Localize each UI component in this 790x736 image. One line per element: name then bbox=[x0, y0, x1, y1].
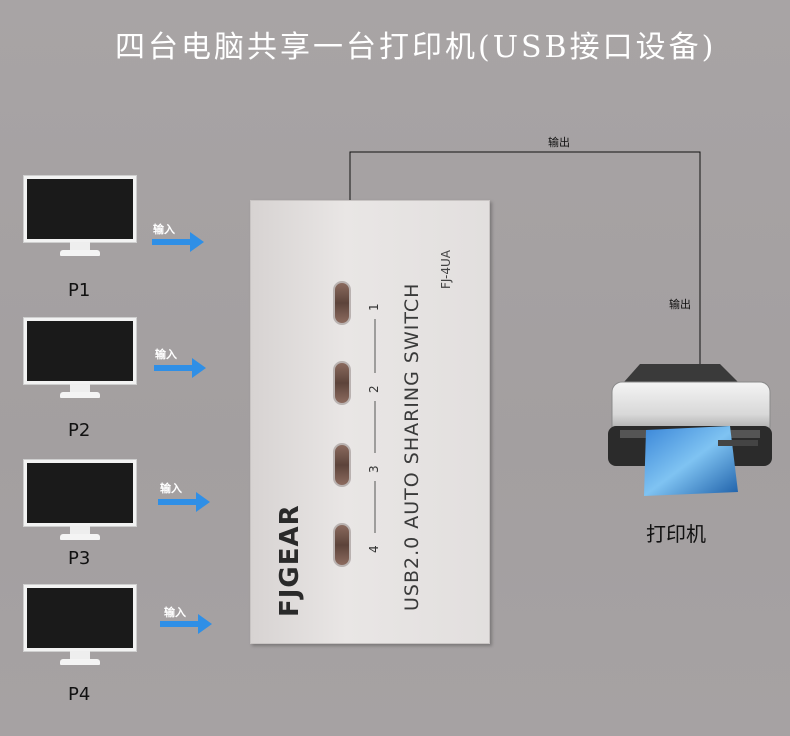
computer-p2 bbox=[24, 318, 136, 414]
port-led-3 bbox=[333, 443, 351, 487]
port-divider-lines bbox=[374, 319, 376, 533]
printer-label: 打印机 bbox=[646, 522, 706, 546]
computer-p4 bbox=[24, 585, 136, 681]
computer-label-p3: P3 bbox=[68, 548, 91, 569]
monitor-screen bbox=[24, 585, 136, 651]
input-label-p3: 输入 bbox=[160, 482, 182, 495]
input-label-p4: 输入 bbox=[164, 606, 186, 619]
computer-label-p1: P1 bbox=[68, 280, 91, 301]
output-label-top: 输出 bbox=[548, 136, 570, 149]
input-label-p1: 输入 bbox=[153, 223, 175, 236]
printer-icon bbox=[608, 364, 772, 496]
arrow-right-icon bbox=[152, 232, 204, 252]
monitor-screen bbox=[24, 460, 136, 526]
arrow-right-icon bbox=[158, 492, 210, 512]
port-number-3: 3 bbox=[367, 465, 381, 473]
port-led-2 bbox=[333, 361, 351, 405]
arrow-right-icon bbox=[160, 614, 212, 634]
port-number-4: 4 bbox=[367, 545, 381, 553]
input-label-p2: 输入 bbox=[155, 348, 177, 361]
computer-label-p2: P2 bbox=[68, 420, 91, 441]
computer-p3 bbox=[24, 460, 136, 556]
monitor-screen bbox=[24, 318, 136, 384]
port-number-2: 2 bbox=[367, 385, 381, 393]
monitor-screen bbox=[24, 176, 136, 242]
port-led-4 bbox=[333, 523, 351, 567]
usb-sharing-switch: FJGEAR USB2.0 AUTO SHARING SWITCH FJ-4UA… bbox=[250, 200, 490, 644]
port-led-1 bbox=[333, 281, 351, 325]
title: 四台电脑共享一台打印机(USB接口设备) bbox=[115, 30, 717, 65]
arrow-right-icon bbox=[154, 358, 206, 378]
computer-p1 bbox=[24, 176, 136, 272]
output-label-side: 输出 bbox=[669, 298, 691, 311]
port-number-1: 1 bbox=[367, 303, 381, 311]
computer-label-p4: P4 bbox=[68, 684, 91, 705]
